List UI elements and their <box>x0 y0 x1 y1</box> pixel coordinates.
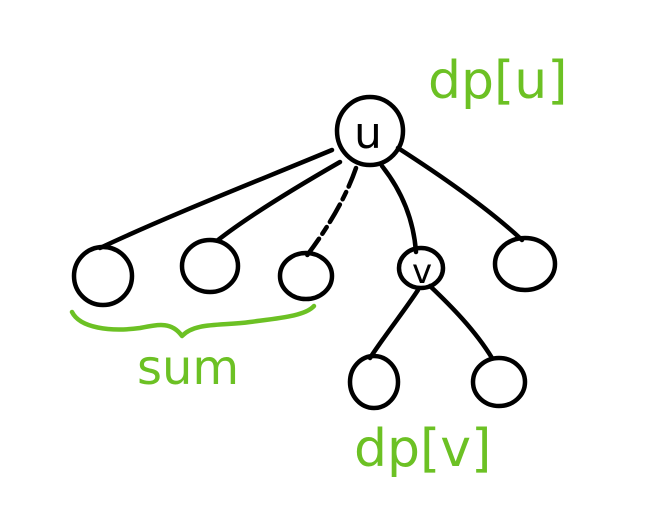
dp-v-annotation: dp[v] <box>354 419 491 479</box>
edge-u-child1 <box>97 147 335 251</box>
sum-annotation: sum <box>137 340 239 396</box>
node-child5 <box>492 235 558 293</box>
node-u <box>334 94 406 168</box>
node-v <box>396 245 446 291</box>
sum-brace <box>69 303 317 339</box>
tree-edges <box>97 145 525 361</box>
node-child1 <box>71 244 135 308</box>
node-grandchild1 <box>347 353 401 411</box>
tree-nodes <box>71 94 558 411</box>
node-child2 <box>179 237 241 295</box>
node-v-label: v <box>412 252 432 292</box>
edge-u-v <box>379 163 419 255</box>
node-grandchild2 <box>470 355 528 409</box>
node-child3 <box>277 250 335 302</box>
edge-u-child3 <box>302 165 359 261</box>
node-u-label: u <box>354 108 382 159</box>
edge-v-grandchild1 <box>367 287 421 361</box>
edge-u-child2 <box>215 159 343 243</box>
dp-u-annotation: dp[u] <box>428 51 568 111</box>
edge-v-grandchild2 <box>427 283 495 361</box>
edge-u-child5 <box>395 145 525 243</box>
